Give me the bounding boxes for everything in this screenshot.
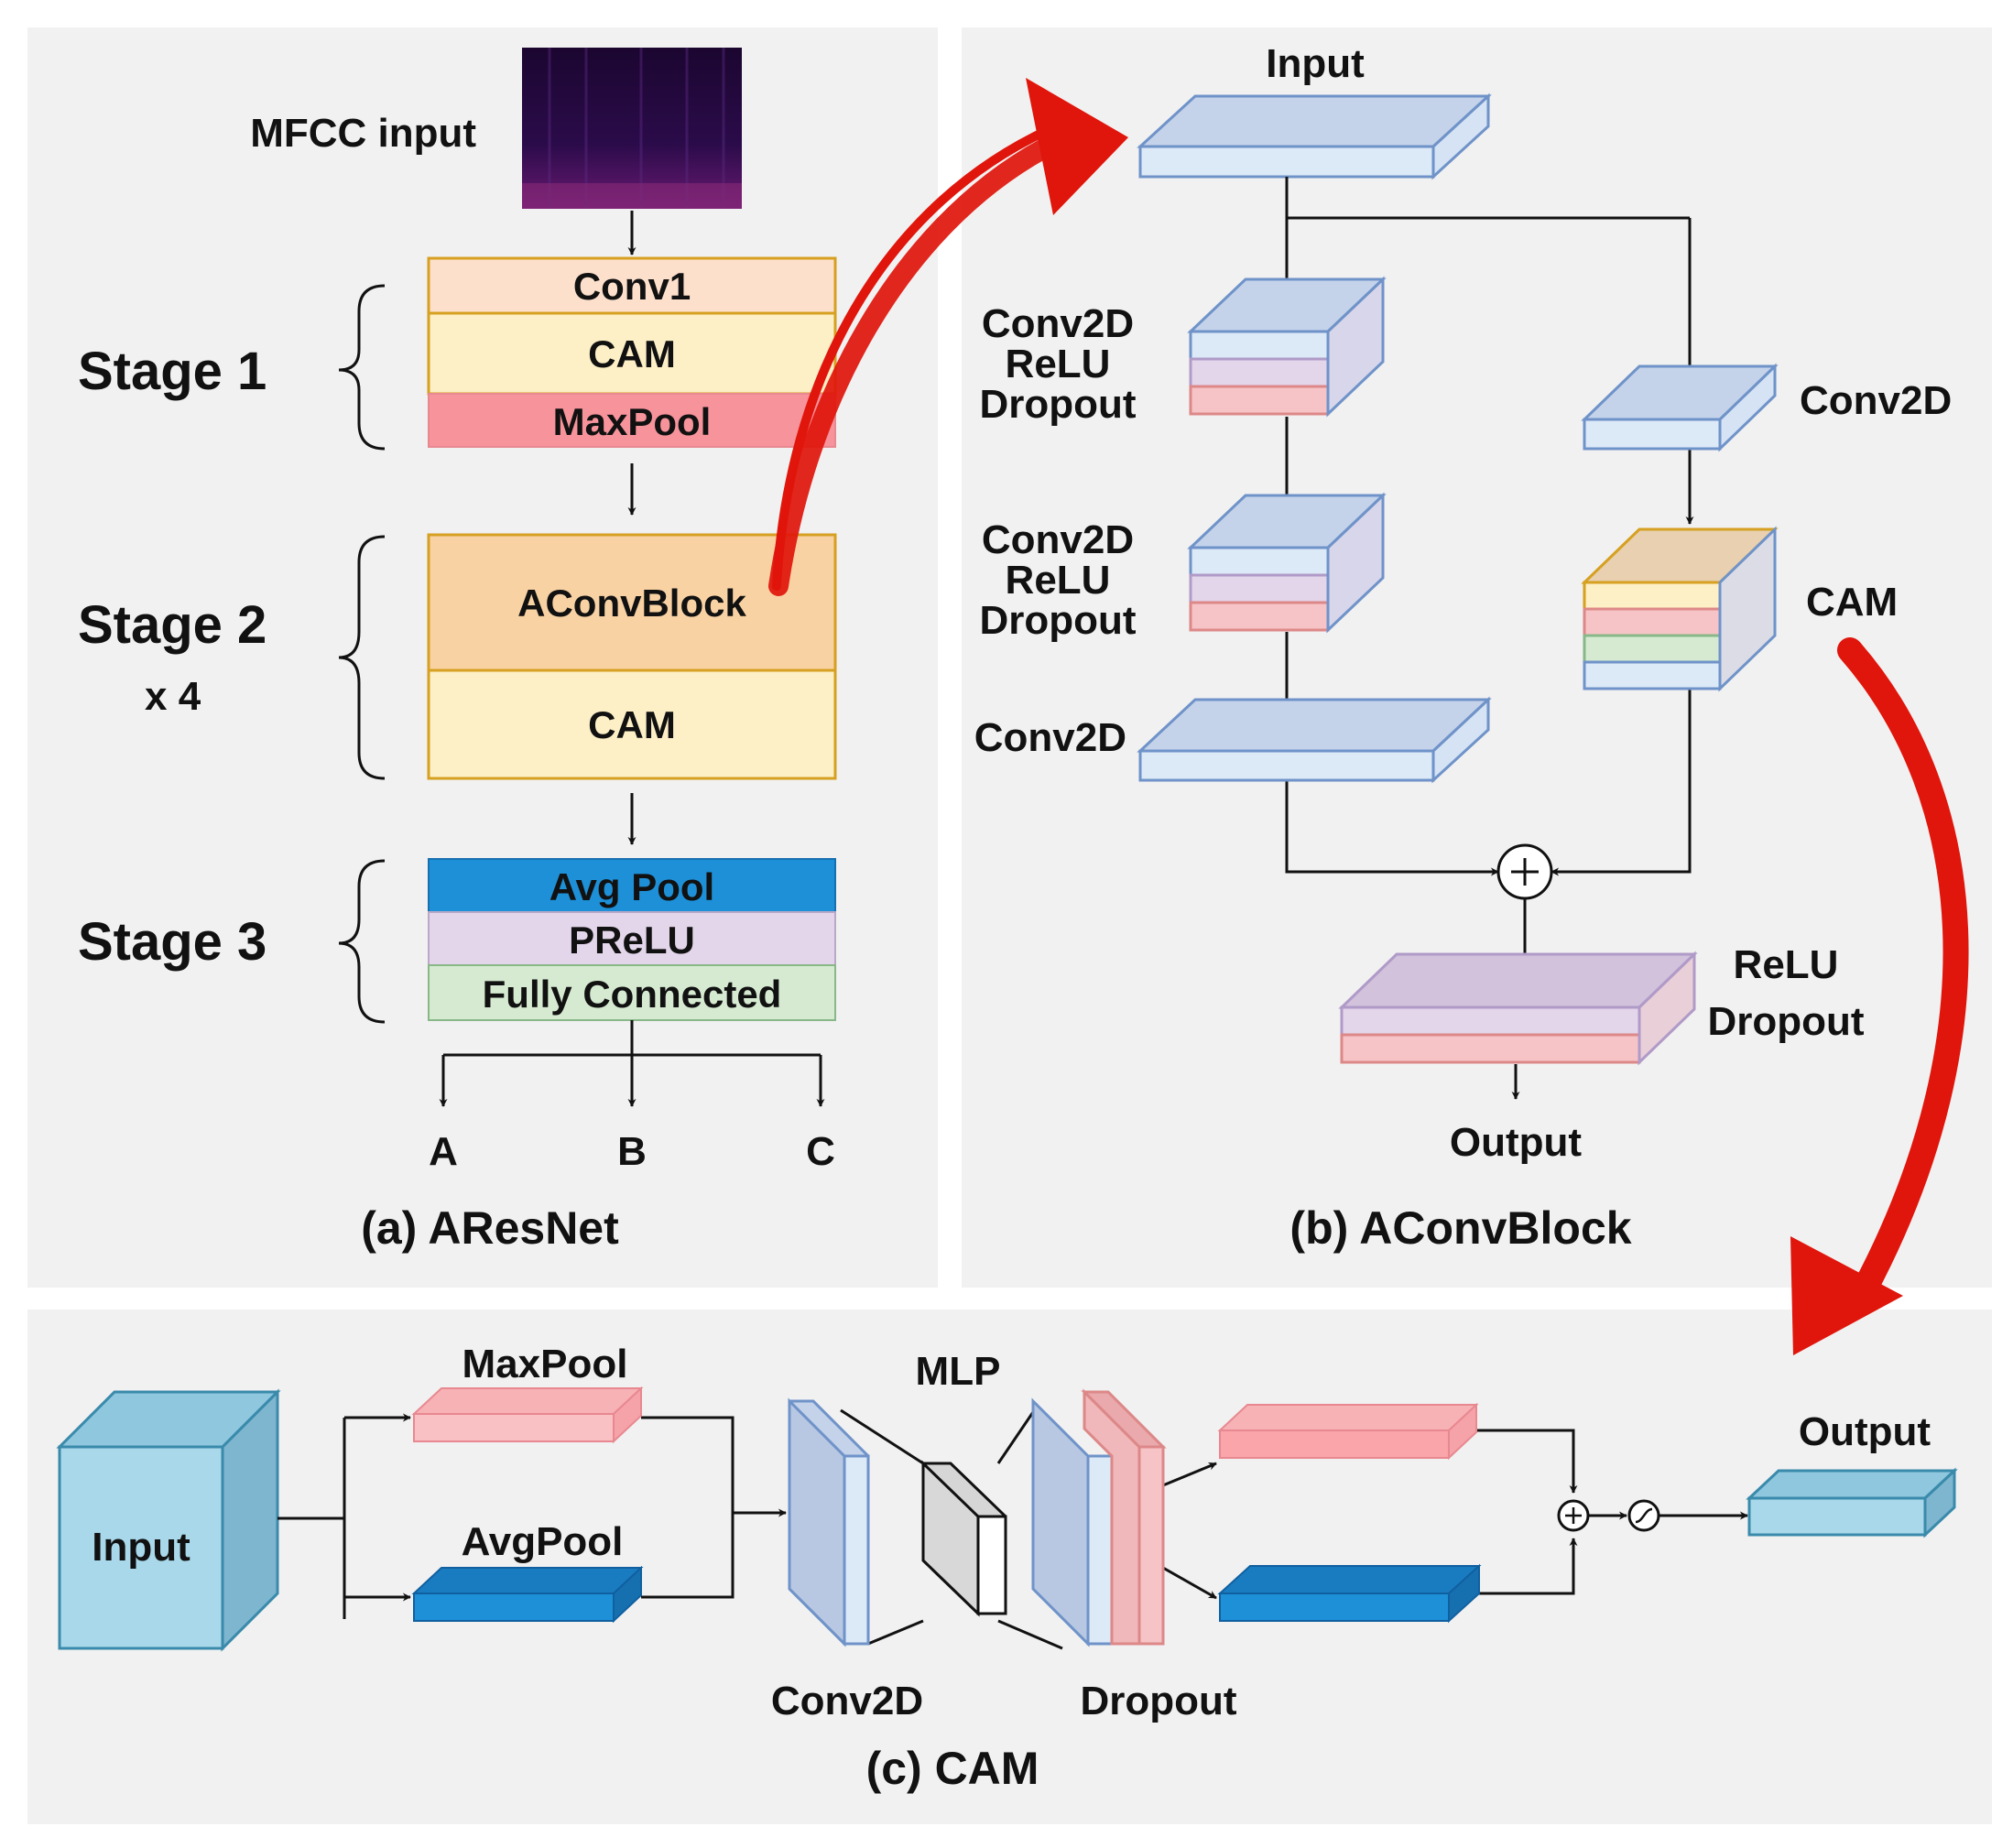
cam-post-blue-bar xyxy=(1217,1563,1482,1624)
prelu-block xyxy=(428,911,836,966)
sigmoid-node xyxy=(1627,1499,1660,1532)
aconv-conv2d-label: Conv2D xyxy=(974,715,1126,760)
maxpool-block xyxy=(428,393,836,448)
cam-output-slab xyxy=(1746,1467,1958,1538)
cam-post-red-bar xyxy=(1217,1402,1479,1461)
cam-maxpool-label: MaxPool xyxy=(462,1342,628,1386)
cam-input-cube xyxy=(56,1388,281,1652)
output-c-label: C xyxy=(806,1129,835,1174)
cam-avgpool-bar xyxy=(411,1565,644,1624)
mlp-dropout-slab xyxy=(1081,1388,1167,1646)
stage3-label: Stage 3 xyxy=(78,912,267,972)
mlp-conv2d-slab xyxy=(788,1397,870,1647)
aconv-conv2d-slab xyxy=(1137,696,1492,784)
cam-conv2d-label: Conv2D xyxy=(771,1679,923,1723)
cam-sum-node xyxy=(1557,1499,1590,1532)
aconvblock-block xyxy=(427,533,837,672)
post-relu-dropout-slab xyxy=(1338,951,1698,1066)
stage2-repeat: x 4 xyxy=(145,674,201,719)
avgpool-label: Avg Pool xyxy=(549,865,714,908)
shortcut-conv2d-slab xyxy=(1581,363,1779,452)
output-b-label: B xyxy=(617,1129,647,1174)
mlp-conv2d-slab-2 xyxy=(1031,1397,1114,1647)
stack2-conv2d-label: Conv2D xyxy=(982,517,1134,562)
cam-avgpool-label: AvgPool xyxy=(462,1519,624,1564)
mfcc-input-label: MFCC input xyxy=(250,111,476,156)
panel-a-caption: (a) AResNet xyxy=(361,1202,619,1254)
shortcut-cam-stack xyxy=(1581,526,1779,692)
panel-b-background xyxy=(962,27,1992,1288)
aconv-input-slab xyxy=(1137,92,1492,180)
output-a-label: A xyxy=(429,1129,458,1174)
stack1-conv2d-label: Conv2D xyxy=(982,301,1134,346)
stage3-brace xyxy=(338,859,386,1024)
aconv-output-label: Output xyxy=(1450,1120,1583,1165)
shortcut-conv2d-label: Conv2D xyxy=(1800,378,1952,423)
aconvblock-label: AConvBlock xyxy=(517,582,746,625)
stack2-relu-label: ReLU xyxy=(1006,558,1111,603)
aconv-stack1 xyxy=(1187,276,1387,418)
stage2-brace xyxy=(338,535,386,780)
cam-input-label: Input xyxy=(92,1525,190,1570)
fully-connected-block xyxy=(428,964,836,1021)
red-arrow-cam-to-detail xyxy=(1790,637,1969,1355)
stage2-cam-block xyxy=(427,669,837,780)
output-branches xyxy=(439,1020,825,1107)
post-dropout-label: Dropout xyxy=(1707,999,1864,1044)
shortcut-cam-label: CAM xyxy=(1806,580,1898,625)
fully-connected-label: Fully Connected xyxy=(483,973,782,1016)
panel-b-caption: (b) AConvBlock xyxy=(1289,1202,1631,1254)
mlp-bottleneck xyxy=(921,1460,1007,1617)
stage1-label: Stage 1 xyxy=(78,342,267,401)
mlp-funnel-lines xyxy=(840,1408,1063,1650)
stage2-cam-label: CAM xyxy=(588,703,676,746)
mlp-label: MLP xyxy=(916,1349,1001,1394)
cam-output-label: Output xyxy=(1799,1409,1931,1454)
post-relu-label: ReLU xyxy=(1734,942,1839,987)
stack1-relu-label: ReLU xyxy=(1006,342,1111,386)
stack1-dropout-label: Dropout xyxy=(979,382,1136,427)
aconv-sum-node xyxy=(1496,843,1553,900)
stack2-dropout-label: Dropout xyxy=(979,598,1136,643)
aconv-connectors xyxy=(1282,177,1694,1100)
cam-maxpool-bar xyxy=(411,1386,644,1444)
aconv-stack2 xyxy=(1187,492,1387,634)
conv1-label: Conv1 xyxy=(573,265,691,308)
panel-c-background xyxy=(27,1310,1992,1824)
red-arrow-aconvblock-to-detail xyxy=(768,78,1128,596)
maxpool-label: MaxPool xyxy=(553,400,712,443)
panel-c-caption: (c) CAM xyxy=(866,1743,1039,1794)
prelu-label: PReLU xyxy=(569,919,695,962)
stage1-brace xyxy=(338,284,386,451)
mfcc-spectrogram xyxy=(522,48,742,209)
cam-connectors xyxy=(277,1413,1748,1619)
aconv-input-label: Input xyxy=(1266,41,1365,86)
cam-dropout-label: Dropout xyxy=(1080,1679,1236,1723)
stage1-cam-label: CAM xyxy=(588,332,676,375)
stage2-label: Stage 2 xyxy=(78,595,267,655)
